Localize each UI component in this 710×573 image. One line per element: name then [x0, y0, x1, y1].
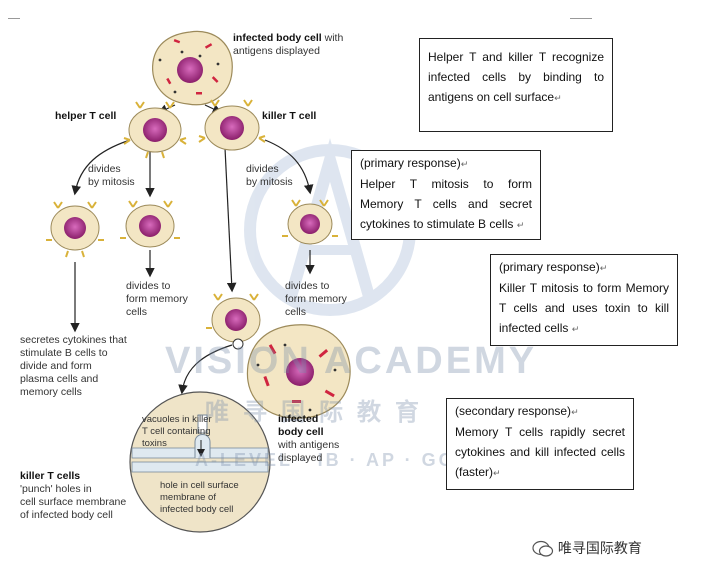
corner-mark-right — [570, 18, 592, 19]
label-helper-t-cell: helper T cell — [55, 110, 117, 122]
note-killer-primary: (primary response)↵ Killer T mitosis to … — [490, 254, 678, 346]
note-recognize: Helper T and killer T recognize infected… — [419, 38, 613, 132]
helper-t-cell — [123, 101, 187, 159]
corner-mark-left — [8, 18, 20, 19]
infected-body-cell-bottom — [246, 324, 351, 419]
killer-t-cell — [198, 99, 266, 151]
magnified-view — [129, 391, 271, 533]
infected-body-cell-top — [152, 30, 233, 106]
label-killer-t-cell: killer T cell — [262, 110, 317, 122]
helper-daughter-cell-right — [120, 200, 180, 248]
killer-t-cell-attached — [206, 293, 261, 350]
wechat-icon — [532, 540, 554, 558]
label-infected-top: infected body cell with antigens display… — [233, 32, 344, 57]
brand-footer: 唯寻国际教育 — [532, 538, 642, 558]
killer-daughter-cell — [282, 199, 338, 245]
helper-daughter-cell-left — [46, 201, 104, 258]
note-secondary: (secondary response)↵ Memory T cells rap… — [446, 398, 634, 490]
note-helper-primary: (primary response)↵ Helper T mitosis to … — [351, 150, 541, 240]
